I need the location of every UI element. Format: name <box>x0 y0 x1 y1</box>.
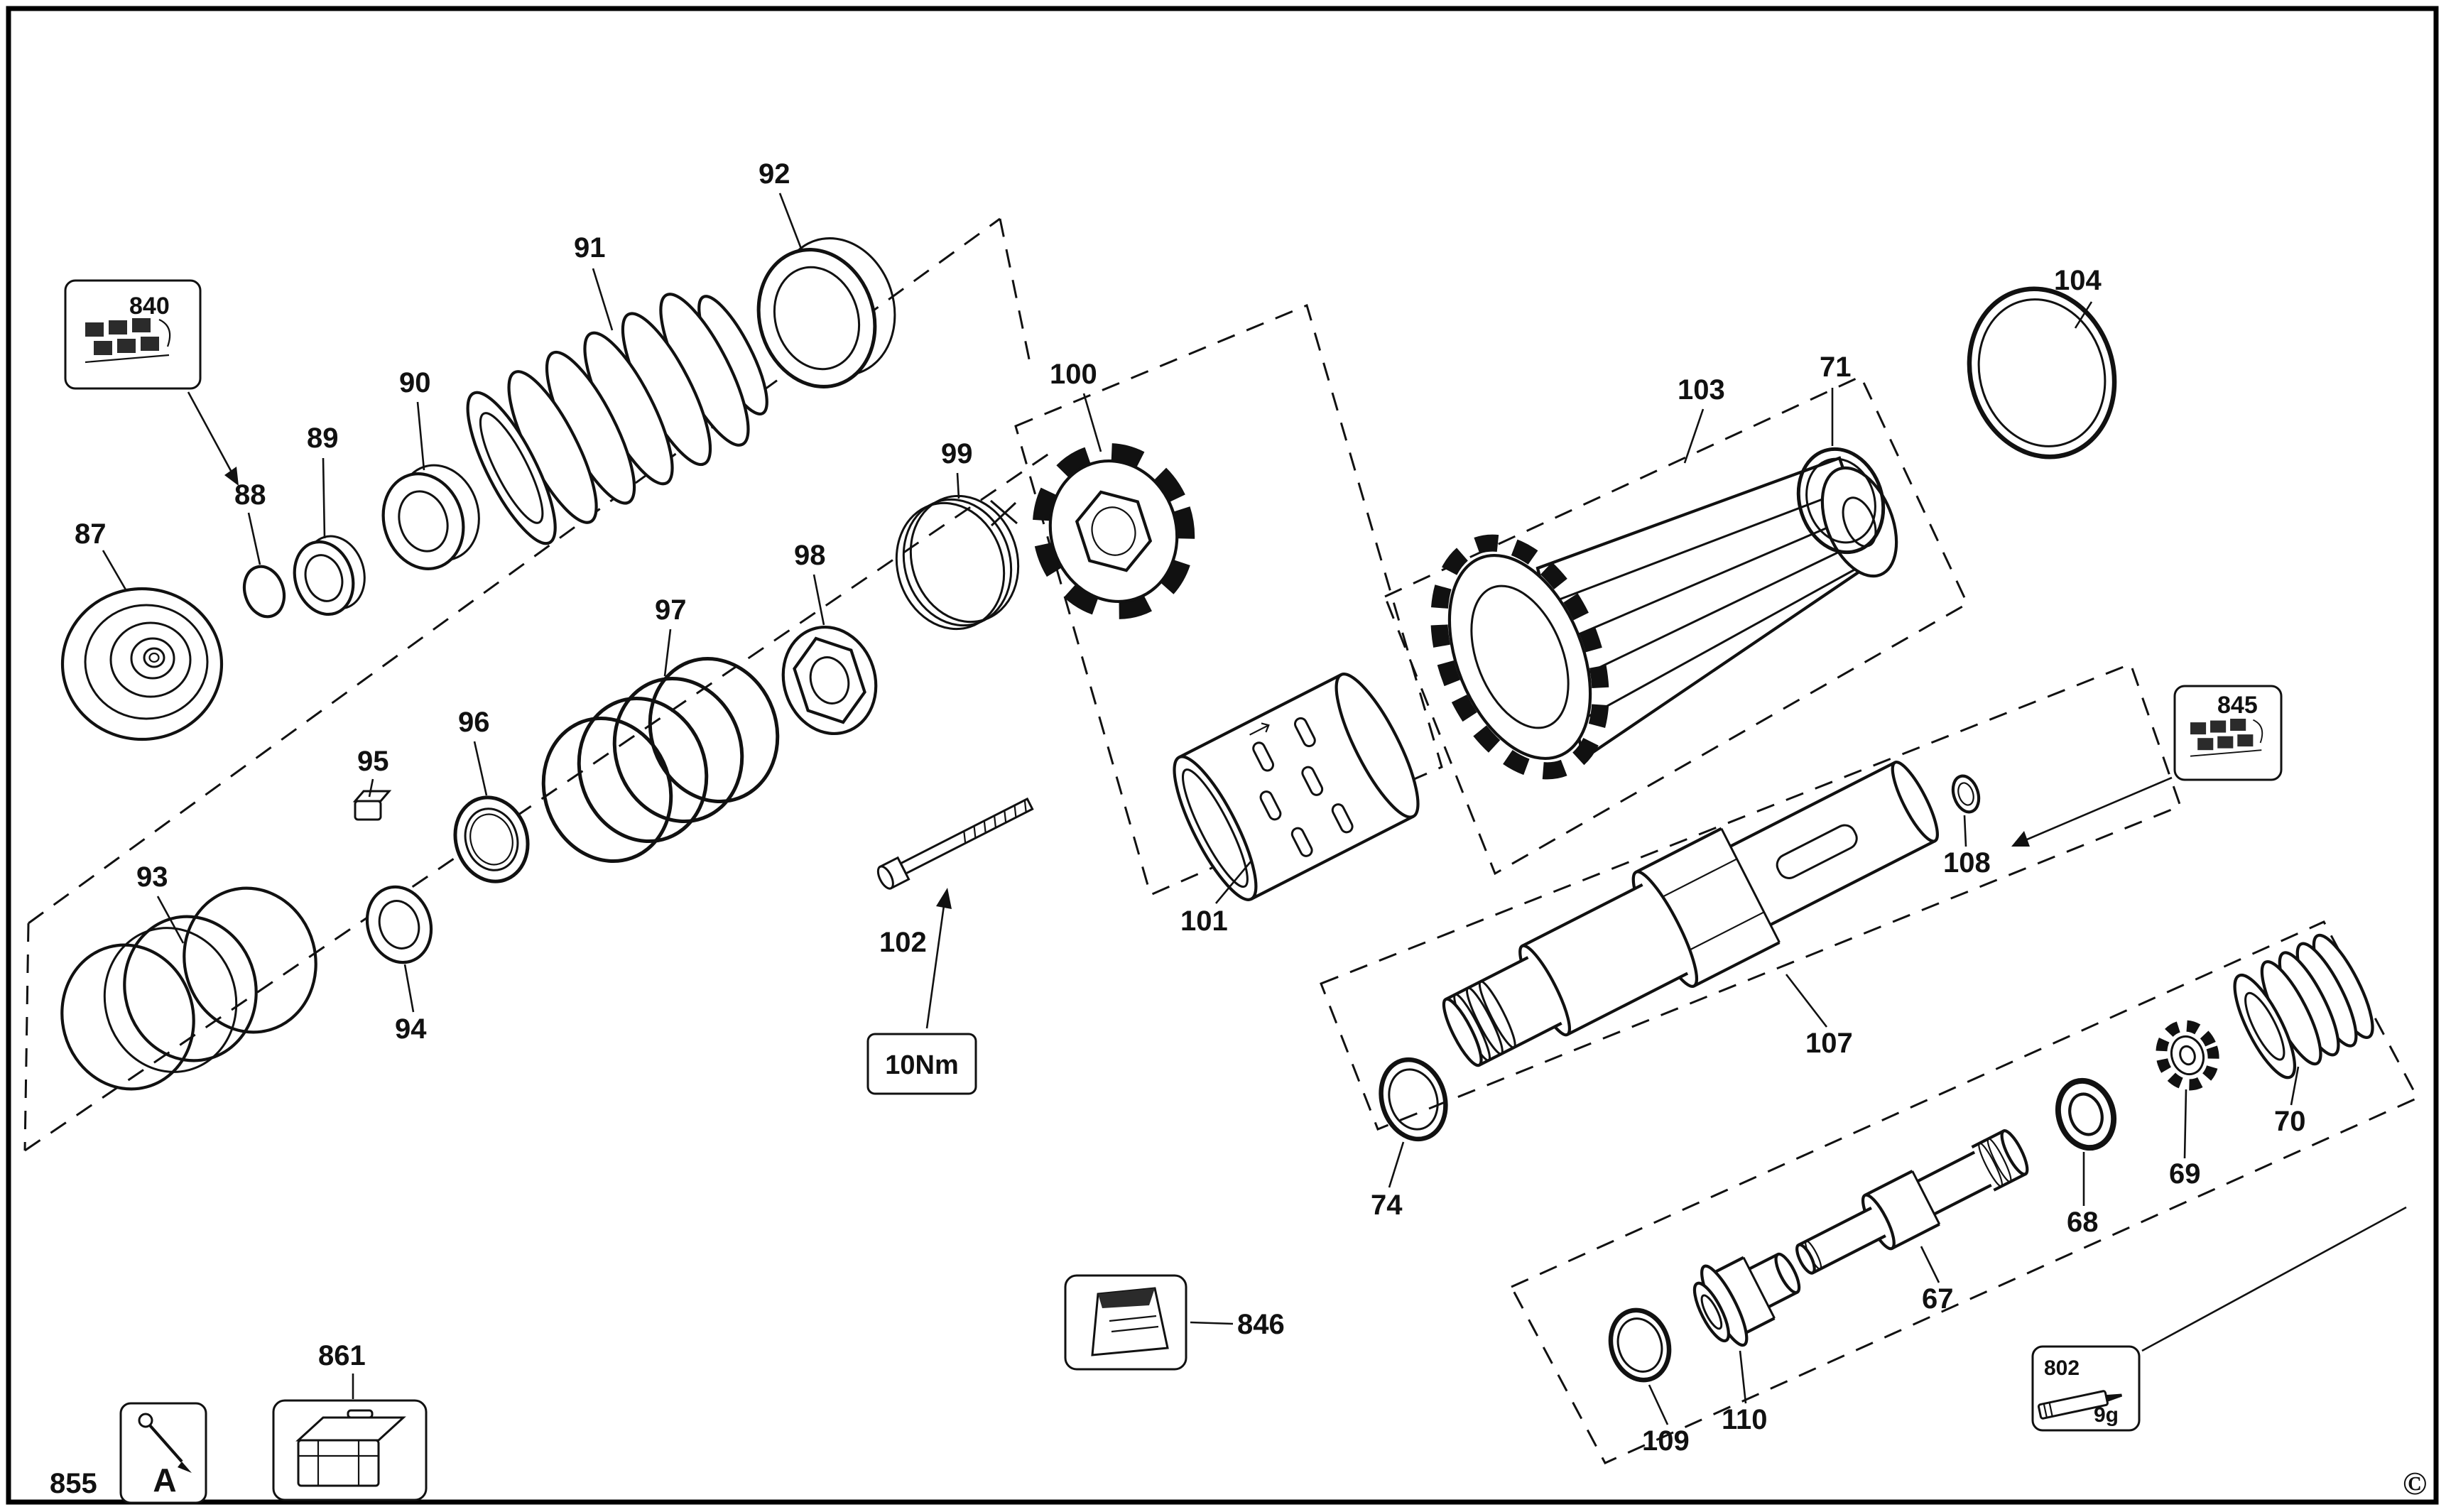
service-box-855: A <box>119 1402 207 1504</box>
service-box-861 <box>272 1399 428 1501</box>
part-109-o-ring <box>1608 1307 1672 1383</box>
part-90-ring <box>381 464 480 570</box>
service-box-840: 840 <box>64 279 202 390</box>
dashed-group-103 <box>1384 375 1969 876</box>
part-label-855: 855 <box>50 1468 97 1499</box>
part-96-ring <box>453 795 530 883</box>
part-95-block <box>352 790 392 821</box>
arrowhead <box>2011 831 2030 847</box>
part-label-68: 68 <box>2067 1207 2099 1238</box>
part-label-74: 74 <box>1371 1190 1403 1221</box>
arrowhead <box>224 467 239 486</box>
part-label-97: 97 <box>655 594 687 626</box>
part-99-wire-rings <box>895 494 1020 631</box>
part-108-ring <box>1951 774 1981 814</box>
part-102-screw <box>876 797 1034 890</box>
part-label-103: 103 <box>1678 374 1725 406</box>
grease-quantity-label: 9g <box>2094 1403 2119 1427</box>
part-label-110: 110 <box>1722 1404 1768 1435</box>
dashed-group-piston-assembly <box>1509 920 2420 1464</box>
part-100-castellated-sleeve <box>1032 443 1195 619</box>
clamp-part-icon <box>85 318 171 364</box>
part-110-collar <box>1692 1252 1801 1347</box>
part-label-101: 101 <box>1180 905 1228 937</box>
part-97-coil-spring <box>541 657 780 863</box>
part-label-71: 71 <box>1820 352 1852 383</box>
copyright-symbol: © <box>2403 1465 2427 1501</box>
service-box-845: 845 <box>2173 685 2283 781</box>
part-label-93: 93 <box>136 861 168 893</box>
part-label-94: 94 <box>395 1013 427 1045</box>
part-98-hex-nut <box>781 625 878 736</box>
dashed-group-107 <box>1320 663 2182 1131</box>
part-88-o-ring <box>242 565 286 619</box>
part-101-cylinder-sleeve <box>1173 673 1420 901</box>
part-label-88: 88 <box>234 479 266 511</box>
part-67-piston <box>1795 1129 2029 1275</box>
part-92-ring <box>756 237 896 388</box>
part-label-87: 87 <box>75 518 107 550</box>
part-94-ring <box>365 885 433 964</box>
part-label-861: 861 <box>318 1340 366 1371</box>
clamp-part-icon <box>2190 719 2263 757</box>
part-107-spindle <box>1442 761 1939 1067</box>
part-label-107: 107 <box>1805 1028 1853 1059</box>
part-label-69: 69 <box>2169 1158 2201 1190</box>
part-label-70: 70 <box>2274 1106 2306 1137</box>
part-label-90: 90 <box>399 367 431 398</box>
part-93-spring-rings <box>60 886 317 1091</box>
part-label-91: 91 <box>574 232 606 263</box>
service-box-802: 802 9g <box>2031 1345 2141 1432</box>
part-71-o-ring <box>1796 447 1886 555</box>
part-91-bellows-boot <box>466 293 768 545</box>
toolbox-icon <box>295 1409 406 1487</box>
service-box-845-label: 845 <box>2217 692 2258 719</box>
service-box-840-label: 840 <box>129 293 170 320</box>
leader-lines <box>102 192 2407 1425</box>
part-label-104: 104 <box>2054 265 2102 296</box>
part-70-ribbed-bumper <box>2233 933 2374 1079</box>
part-label-100: 100 <box>1050 359 1097 390</box>
grease-sachet-icon <box>1091 1287 1169 1356</box>
service-box-802-label: 802 <box>2044 1356 2080 1380</box>
part-label-109: 109 <box>1642 1425 1690 1457</box>
part-label-96: 96 <box>458 707 490 738</box>
part-label-102: 102 <box>879 927 927 958</box>
part-labels: 87 88 89 90 91 92 93 94 95 96 97 98 99 1… <box>50 158 2306 1499</box>
dashed-group-100-101 <box>1014 303 1443 897</box>
part-label-98: 98 <box>794 540 826 571</box>
arrow-mark-icon <box>1249 722 1270 736</box>
part-104-o-ring <box>1967 286 2117 459</box>
part-label-95: 95 <box>357 746 389 777</box>
part-label-89: 89 <box>307 423 339 454</box>
torque-callout: 10Nm <box>866 1033 977 1095</box>
part-label-108: 108 <box>1943 847 1991 879</box>
part-74-o-ring <box>1379 1057 1448 1142</box>
marker-letter: A <box>153 1462 176 1499</box>
grease-tube-icon <box>2037 1390 2123 1420</box>
part-label-67: 67 <box>1922 1283 1954 1315</box>
part-label-846: 846 <box>1237 1309 1285 1340</box>
service-box-846 <box>1064 1274 1187 1371</box>
part-68-bearing-ring <box>2055 1077 2117 1151</box>
scriber-tool-icon <box>138 1413 192 1473</box>
part-87-chuck-cap <box>60 587 224 741</box>
part-label-92: 92 <box>759 158 790 190</box>
part-label-99: 99 <box>941 438 973 469</box>
arrowhead <box>936 888 952 909</box>
torque-label: 10Nm <box>885 1050 959 1080</box>
